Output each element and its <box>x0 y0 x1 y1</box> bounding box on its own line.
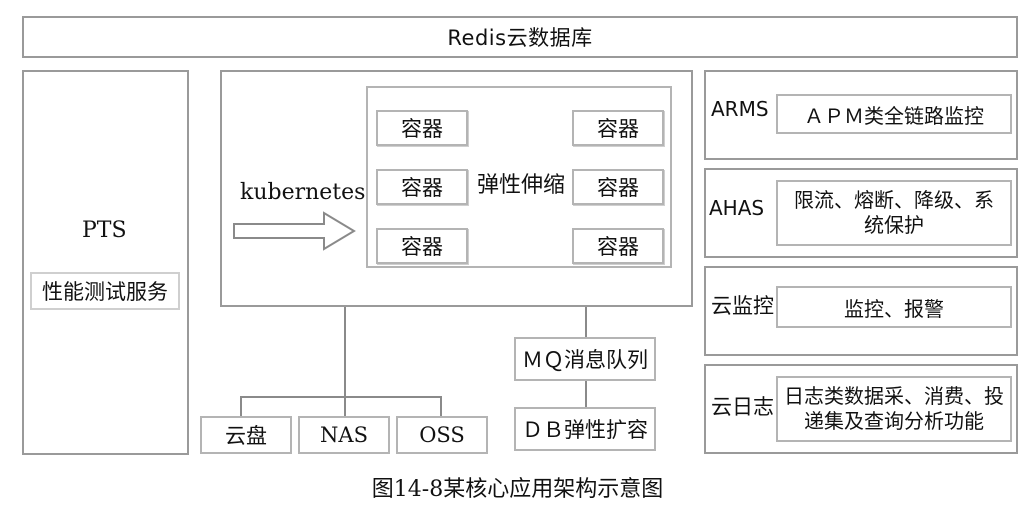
container-label: 容器 <box>597 176 639 200</box>
connector-line <box>585 381 587 407</box>
figure-caption-row: 图14-8某核心应用架构示意图 <box>0 470 1035 504</box>
container-label: 容器 <box>401 176 443 200</box>
ahas-desc-box: 限流、熔断、降级、系统保护 <box>776 180 1012 246</box>
storage-label: 云盘 <box>225 424 267 448</box>
pts-panel <box>22 70 189 455</box>
container-box: 容器 <box>572 228 664 264</box>
container-label: 容器 <box>597 235 639 259</box>
ahas-title: AHAS <box>709 196 765 220</box>
container-label: 容器 <box>597 117 639 141</box>
redis-bar-label: Redis云数据库 <box>447 26 593 50</box>
arms-title: ARMS <box>711 97 769 121</box>
mq-box: ＭＱ消息队列 <box>514 337 656 381</box>
cloud-log-desc: 日志类数据采、消费、投递集及查询分析功能 <box>784 384 1004 433</box>
arrow-right-icon <box>233 211 356 251</box>
pts-subtitle-box: 性能测试服务 <box>30 272 180 310</box>
connector-line <box>240 396 442 398</box>
pts-title: PTS <box>82 218 127 243</box>
elastic-label: 弹性伸缩 <box>477 173 566 198</box>
container-box: 容器 <box>376 110 468 146</box>
redis-bar: Redis云数据库 <box>22 16 1018 58</box>
connector-line <box>240 396 242 416</box>
container-box: 容器 <box>376 228 468 264</box>
storage-cloud-disk: 云盘 <box>200 416 292 454</box>
kubernetes-label: kubernetes <box>240 180 366 205</box>
container-box: 容器 <box>376 169 468 205</box>
container-label: 容器 <box>401 117 443 141</box>
cloud-monitor-desc-box: 监控、报警 <box>776 286 1012 328</box>
container-box: 容器 <box>572 110 664 146</box>
arms-desc-box: ＡＰＭ类全链路监控 <box>776 94 1012 134</box>
storage-oss: OSS <box>396 416 488 454</box>
connector-line <box>585 307 587 337</box>
ahas-desc: 限流、熔断、降级、系统保护 <box>794 188 994 237</box>
figure-caption: 图14-8某核心应用架构示意图 <box>371 477 664 502</box>
connector-line <box>440 396 442 416</box>
connector-line <box>344 307 346 396</box>
cloud-log-title: 云日志 <box>711 395 774 419</box>
cloud-log-desc-box: 日志类数据采、消费、投递集及查询分析功能 <box>776 376 1012 442</box>
cloud-monitor-desc: 监控、报警 <box>844 296 944 321</box>
arms-desc: ＡＰＭ类全链路监控 <box>804 103 984 128</box>
cloud-monitor-title: 云监控 <box>711 294 774 318</box>
db-box: ＤＢ弹性扩容 <box>514 407 656 451</box>
container-box: 容器 <box>572 169 664 205</box>
connector-line <box>344 396 346 416</box>
container-label: 容器 <box>401 235 443 259</box>
pts-subtitle: 性能测试服务 <box>42 280 168 304</box>
mq-label: ＭＱ消息队列 <box>522 348 648 372</box>
storage-label: NAS <box>320 423 368 447</box>
storage-nas: NAS <box>298 416 390 454</box>
db-label: ＤＢ弹性扩容 <box>522 418 648 442</box>
storage-label: OSS <box>419 423 465 447</box>
